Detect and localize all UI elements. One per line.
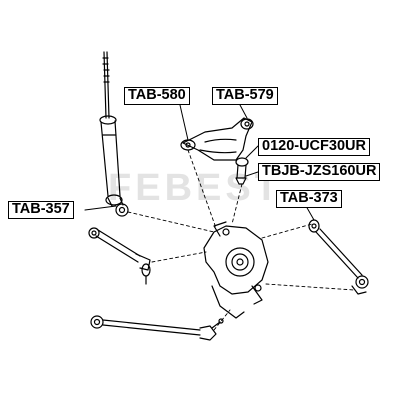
label-tab-357[interactable]: TAB-357 (8, 201, 74, 219)
label-tbjb-jzs160ur[interactable]: TBJB-JZS160UR (258, 163, 381, 181)
steering-knuckle (203, 221, 269, 319)
label-tab-580[interactable]: TAB-580 (124, 87, 190, 105)
label-tab-579[interactable]: TAB-579 (212, 87, 278, 105)
assembly-lines (127, 149, 355, 331)
upper-control-arm (180, 117, 254, 161)
ball-joint (235, 157, 249, 185)
shock-absorber (99, 51, 129, 217)
lower-rod (90, 315, 224, 341)
label-tab-373[interactable]: TAB-373 (276, 190, 342, 208)
label-0120-ucf30ur[interactable]: 0120-UCF30UR (258, 138, 370, 156)
right-trailing-link (308, 219, 369, 295)
left-lateral-link (88, 227, 151, 285)
